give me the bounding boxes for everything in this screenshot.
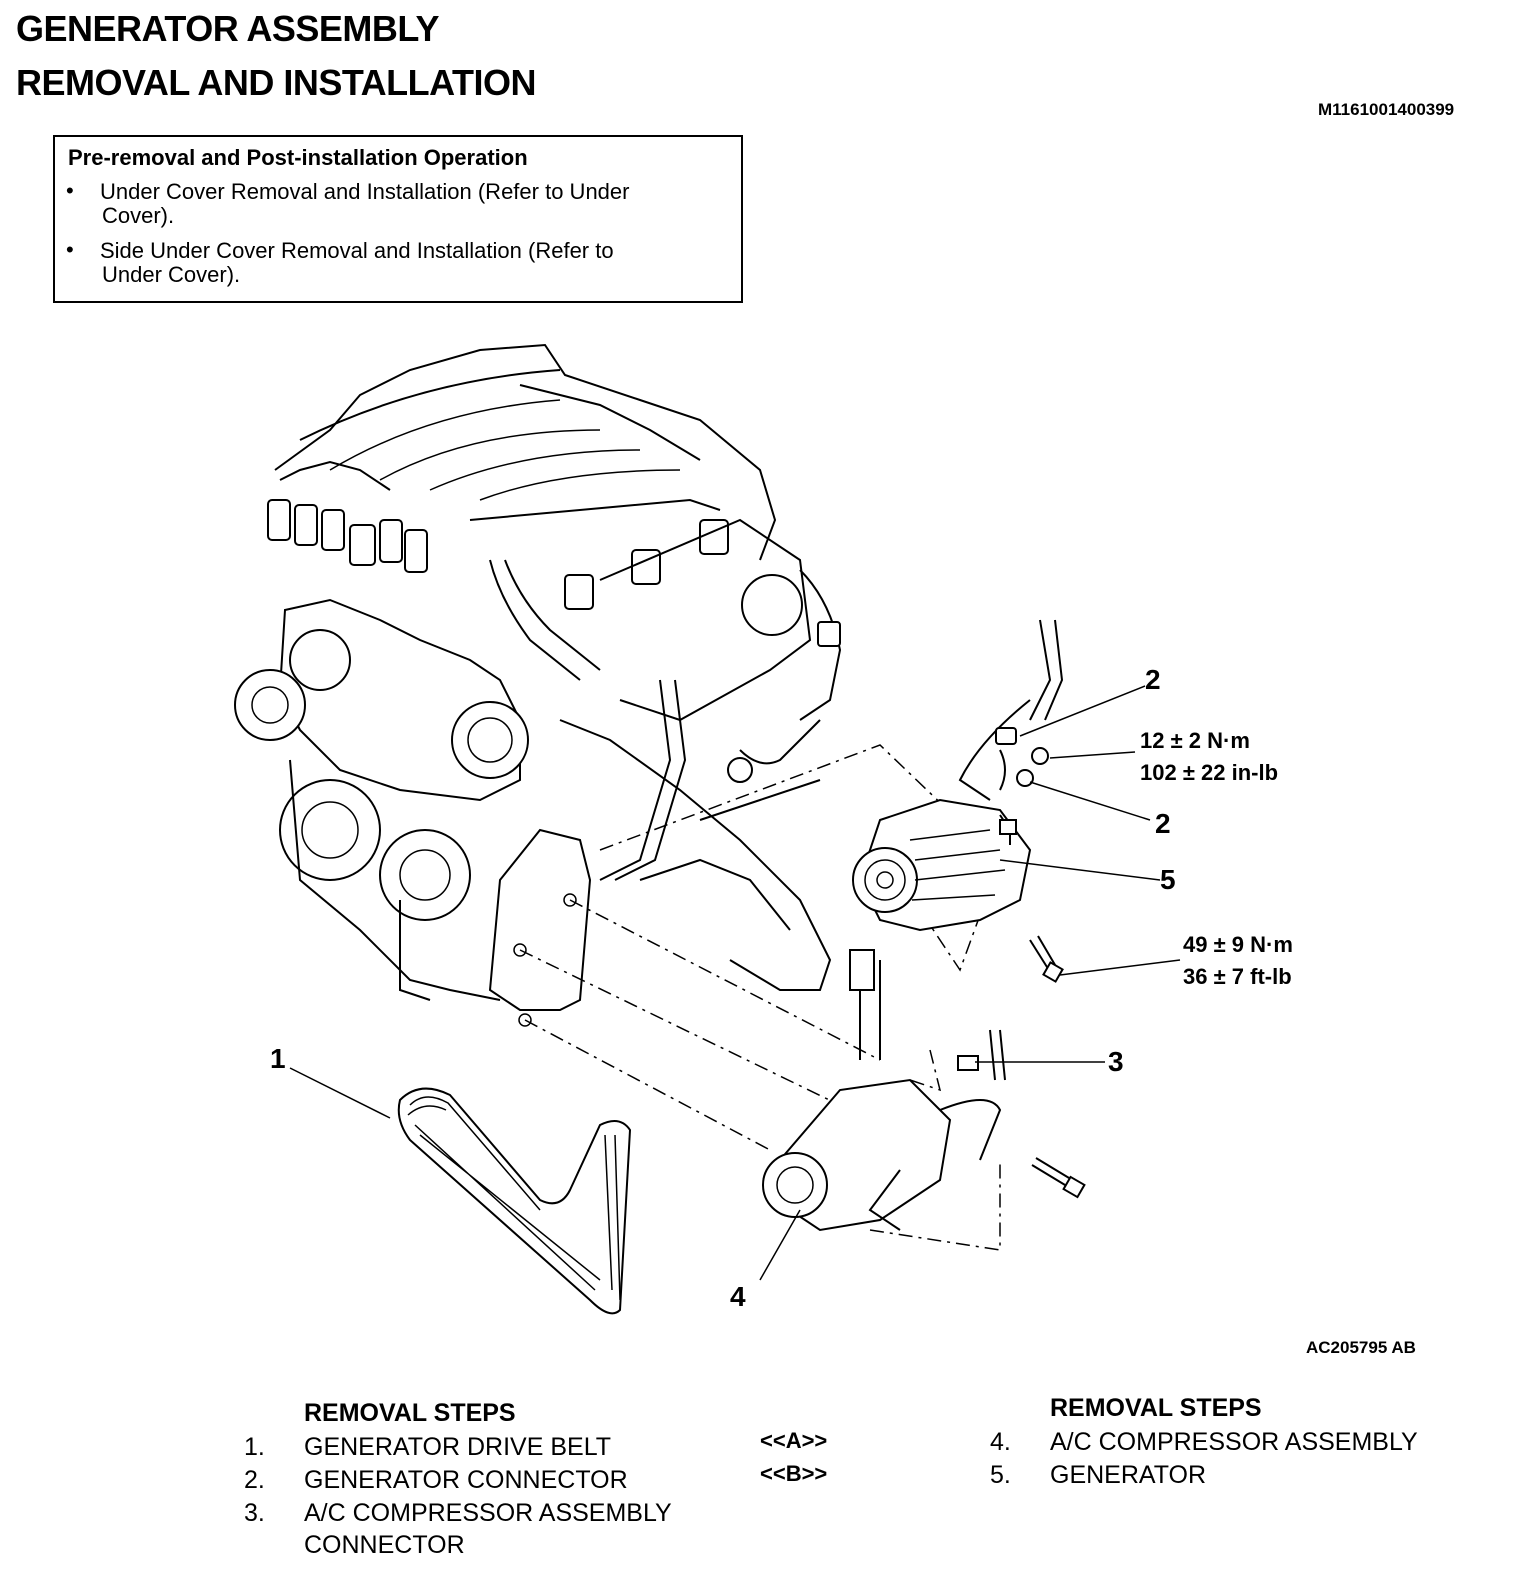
page-title: GENERATOR ASSEMBLY <box>16 8 440 49</box>
steps-right-heading: REMOVAL STEPS <box>1050 1394 1262 1422</box>
drive-belt-illustration <box>397 1087 632 1315</box>
pre-removal-box <box>53 135 743 303</box>
step-4-number: 4. <box>990 1428 1011 1456</box>
step-5-number: 5. <box>990 1461 1011 1489</box>
step-2-number: 2. <box>244 1466 265 1494</box>
torque-small-metric: 12 ± 2 N·m <box>1140 728 1250 753</box>
document-code: M1161001400399 <box>1318 100 1455 119</box>
step-3-text-line2: CONNECTOR <box>304 1531 465 1559</box>
page-subtitle: REMOVAL AND INSTALLATION <box>16 62 536 103</box>
step-1-text: GENERATOR DRIVE BELT <box>304 1433 612 1461</box>
callout-3: 3 <box>1108 1046 1124 1077</box>
steps-left-heading: REMOVAL STEPS <box>304 1399 516 1427</box>
engine-illustration <box>234 343 842 1027</box>
callout-5: 5 <box>1160 864 1176 895</box>
ac-compressor-illustration <box>762 949 1002 1232</box>
pre-removal-item-1-line1: Under Cover Removal and Installation (Re… <box>100 179 630 204</box>
torque-small-imperial: 102 ± 22 in-lb <box>1140 760 1279 785</box>
callout-1: 1 <box>270 1043 286 1074</box>
bullet-icon: • <box>66 237 74 262</box>
callout-4: 4 <box>730 1281 746 1312</box>
callout-2b: 2 <box>1155 808 1171 839</box>
pre-removal-title: Pre-removal and Post-installation Operat… <box>68 145 528 170</box>
generator-illustration <box>852 798 1032 932</box>
step-3-text: A/C COMPRESSOR ASSEMBLY <box>304 1499 672 1527</box>
figure-code: AC205795 AB <box>1306 1338 1416 1357</box>
step-3-number: 3. <box>244 1499 265 1527</box>
step-5-text: GENERATOR <box>1050 1461 1207 1489</box>
callout-2a: 2 <box>1145 664 1161 695</box>
bullet-icon: • <box>66 178 74 203</box>
pre-removal-item-1-line2: Cover). <box>102 203 175 228</box>
step-1-number: 1. <box>244 1433 265 1461</box>
step-2-text: GENERATOR CONNECTOR <box>304 1466 628 1494</box>
step-5-mark: <<B>> <box>760 1461 828 1486</box>
pre-removal-item-2-line2: Under Cover). <box>102 262 241 287</box>
torque-large-metric: 49 ± 9 N·m <box>1183 932 1293 957</box>
torque-large-imperial: 36 ± 7 ft-lb <box>1183 964 1292 989</box>
step-4-mark: <<A>> <box>760 1428 828 1453</box>
step-4-text: A/C COMPRESSOR ASSEMBLY <box>1050 1428 1418 1456</box>
pre-removal-item-2-line1: Side Under Cover Removal and Installatio… <box>100 238 614 263</box>
